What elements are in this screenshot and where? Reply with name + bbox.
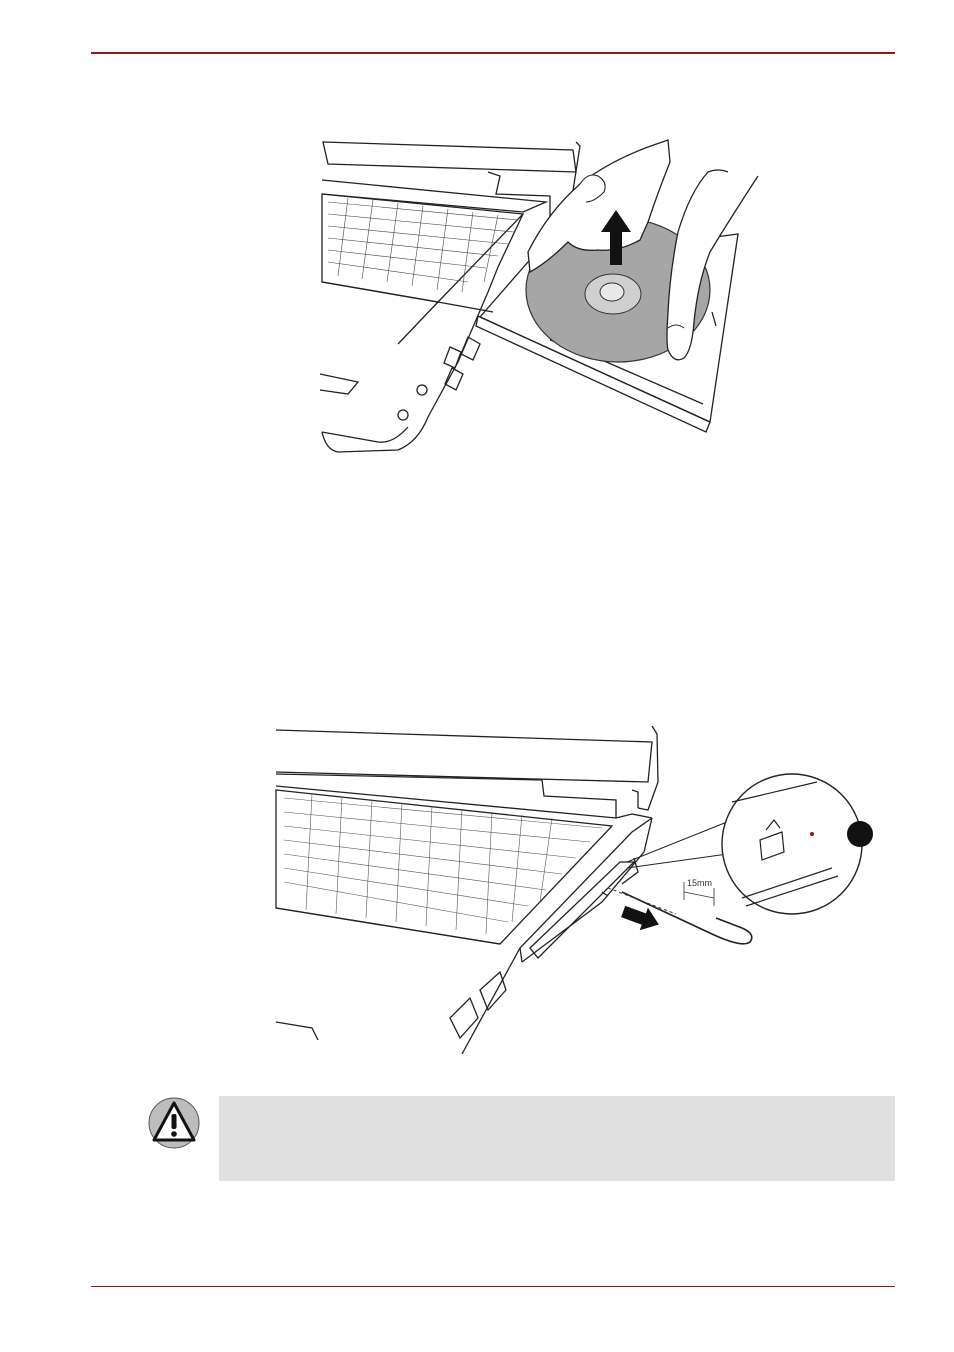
caution-note-box: [219, 1096, 895, 1181]
detail-magnifier: [722, 774, 862, 914]
footer-rule: [91, 1286, 895, 1287]
push-arrow-icon: [619, 900, 663, 936]
caution-triangle-icon: [147, 1096, 201, 1150]
manual-eject-illustration: 15mm: [272, 722, 882, 1054]
callout-number-badge: [847, 821, 873, 847]
header-rule: [91, 52, 895, 54]
disc-removal-illustration: [318, 132, 768, 460]
measure-label: 15mm: [687, 878, 712, 888]
